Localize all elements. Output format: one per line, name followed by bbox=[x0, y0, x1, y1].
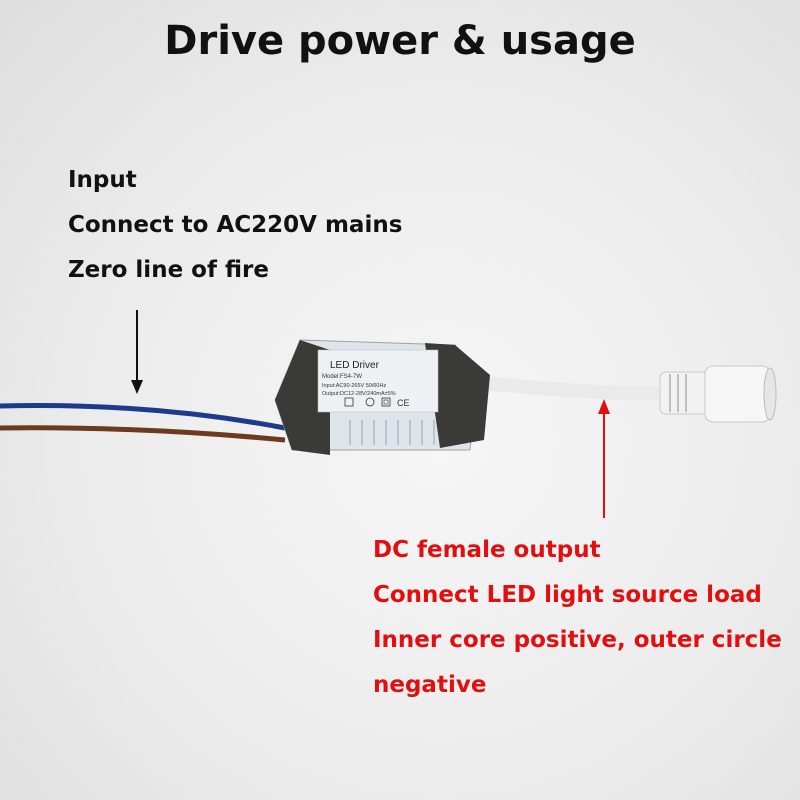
output-heading: DC female output bbox=[373, 537, 601, 563]
input-heading: Input bbox=[68, 167, 137, 193]
input-arrow bbox=[131, 310, 143, 394]
input-wire-text: Zero line of fire bbox=[68, 257, 269, 283]
brown-wire bbox=[0, 425, 286, 443]
output-connection-text: Connect LED light source load bbox=[373, 582, 762, 608]
input-description: Input Connect to AC220V mains Zero line … bbox=[68, 158, 402, 293]
ce-mark: CE bbox=[397, 398, 410, 408]
output-arrow bbox=[598, 399, 610, 518]
device-brand: LED Driver bbox=[330, 360, 380, 371]
device-model: Model:FS4-7W bbox=[322, 374, 362, 380]
left-end-cap bbox=[275, 340, 330, 455]
right-end-cap bbox=[425, 343, 490, 448]
blue-wire bbox=[0, 403, 286, 431]
device-output-rating: Output:DC12-28V/240mA±5% bbox=[322, 391, 396, 397]
output-polarity-text-continued: negative bbox=[373, 672, 487, 698]
device-input-rating: Input:AC90-265V 50/60Hz bbox=[322, 383, 386, 389]
output-description: DC female output Connect LED light sourc… bbox=[373, 528, 782, 708]
certification-icons bbox=[344, 397, 391, 407]
dc-female-connector bbox=[659, 365, 777, 423]
input-connection-text: Connect to AC220V mains bbox=[68, 212, 403, 238]
dc-cable bbox=[469, 375, 666, 401]
led-driver-housing: LED Driver Model:FS4-7W Input:AC90-265V … bbox=[274, 339, 490, 455]
page-title: Drive power & usage bbox=[164, 18, 636, 64]
output-polarity-text: Inner core positive, outer circle bbox=[373, 627, 782, 653]
